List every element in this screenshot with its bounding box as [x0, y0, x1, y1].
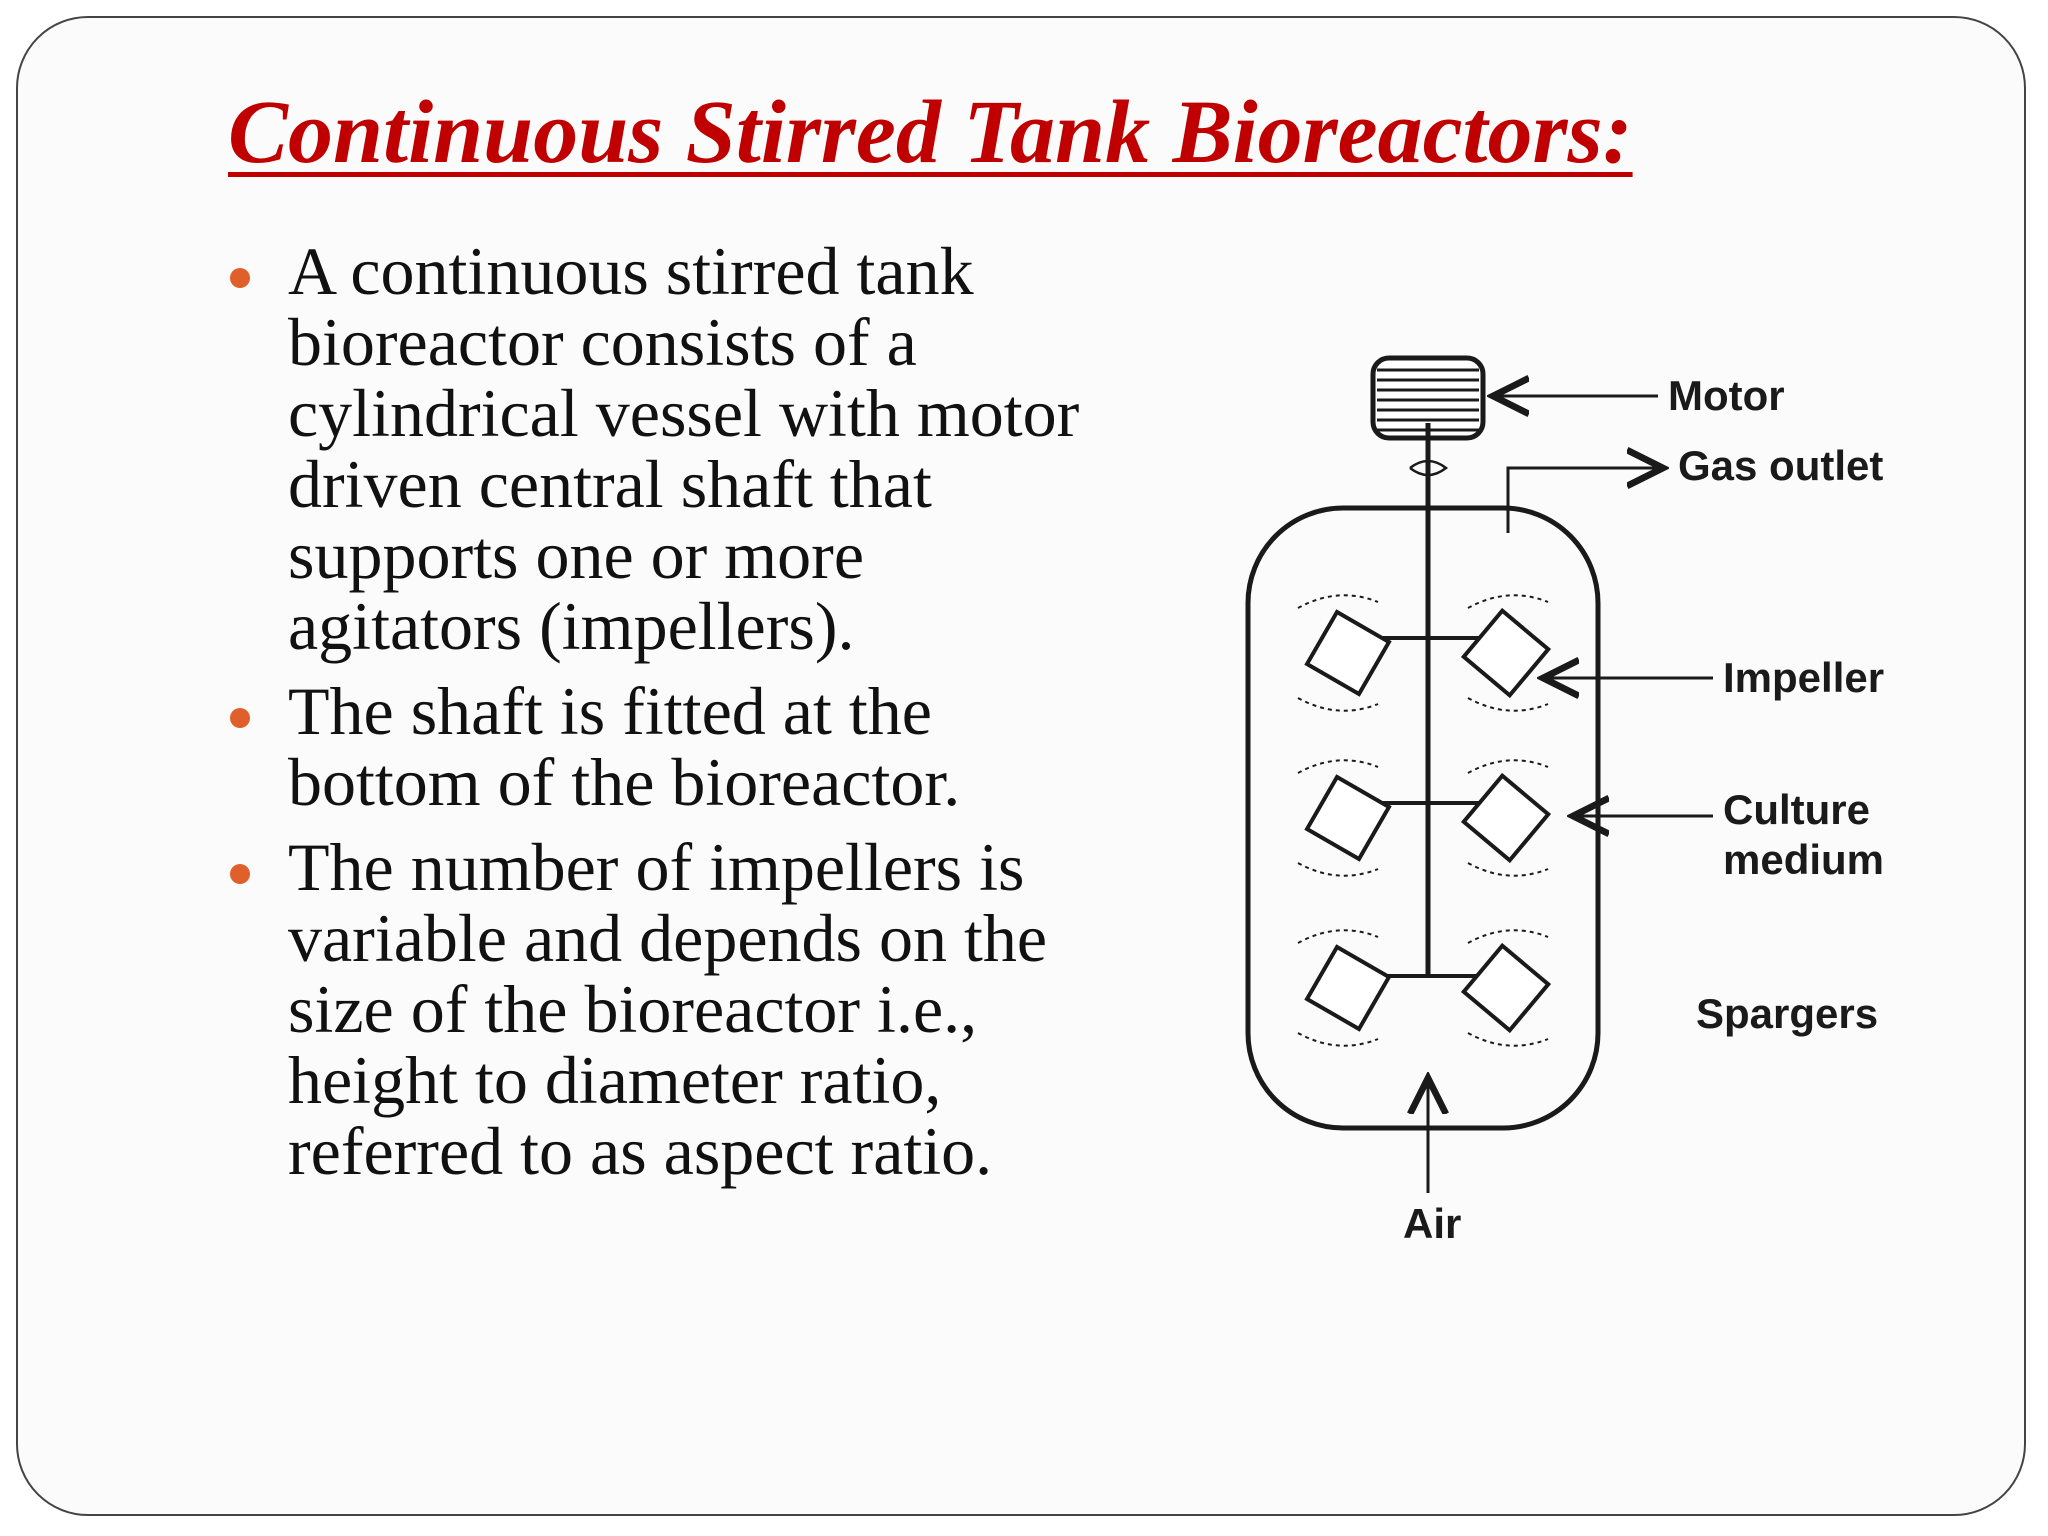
bioreactor-diagram-svg: Motor Gas outlet Impeller Culture medium…	[1245, 355, 1884, 1247]
slide: Continuous Stirred Tank Bioreactors: A c…	[16, 16, 2026, 1516]
label-air: Air	[1403, 1200, 1461, 1247]
bullet-item-3: The number of impellers is variable and …	[228, 832, 1108, 1187]
bullet-text: The shaft is fitted at the bottom of the…	[288, 673, 961, 820]
motor-icon	[1370, 355, 1486, 441]
label-impeller: Impeller	[1723, 654, 1884, 701]
label-motor: Motor	[1668, 372, 1785, 419]
bullet-list: A continuous stirred tank bioreactor con…	[228, 236, 1108, 1201]
bullet-item-1: A continuous stirred tank bioreactor con…	[228, 236, 1108, 662]
bullet-dot-icon	[230, 864, 250, 884]
bullet-dot-icon	[230, 708, 250, 728]
impeller-blades	[1304, 607, 1552, 1034]
rotation-icon	[1409, 459, 1449, 477]
bullet-dot-icon	[230, 268, 250, 288]
label-gas-outlet: Gas outlet	[1678, 442, 1883, 489]
bullet-text: A continuous stirred tank bioreactor con…	[288, 233, 1080, 664]
label-culture: Culture	[1723, 786, 1870, 833]
slide-title: Continuous Stirred Tank Bioreactors:	[228, 83, 1633, 182]
label-medium: medium	[1723, 836, 1884, 883]
label-spargers: Spargers	[1696, 990, 1878, 1037]
bullet-text: The number of impellers is variable and …	[288, 829, 1048, 1189]
bioreactor-diagram: Motor Gas outlet Impeller Culture medium…	[1188, 308, 1908, 1288]
bullet-item-2: The shaft is fitted at the bottom of the…	[228, 676, 1108, 818]
gas-outlet-pipe	[1506, 468, 1663, 533]
flow-marks	[1297, 594, 1549, 1047]
